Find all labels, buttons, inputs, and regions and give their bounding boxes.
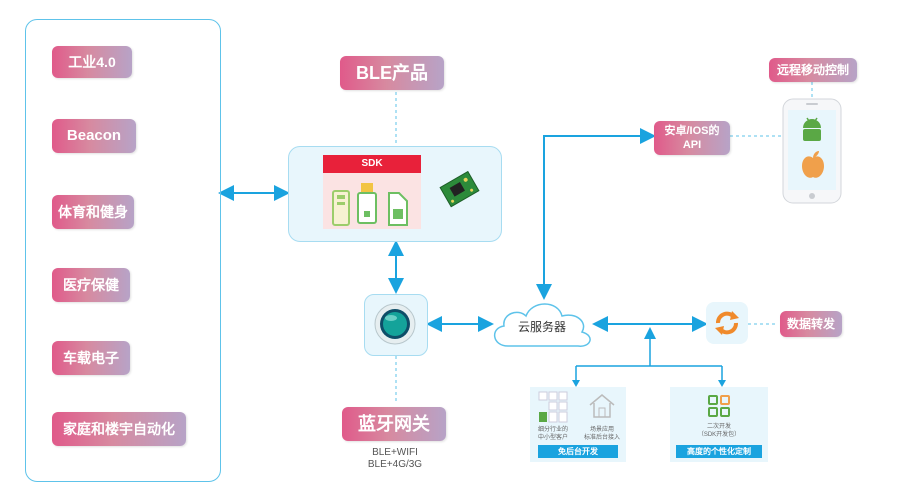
api-tag: 安卓/IOS的 API [654,121,730,155]
segment-customers-line2: 中小型客户 [537,435,568,441]
ble-devices-icon [332,183,408,226]
application-panel [25,19,221,482]
data-forward-tag: 数据转发 [780,311,842,337]
forward-card [706,302,748,344]
remote-control-tag: 远程移动控制 [769,58,857,82]
scene-app-line1: 场景应用 [589,427,614,433]
api-line-1: 安卓/IOS的 [664,125,720,137]
blocks-icon [708,395,730,417]
custom-dev-footer: 高度的个性化定制 [676,445,762,458]
cloud-server-label: 云服务器 [517,320,566,334]
cloud-icon [494,303,591,347]
sdk-module-box: SDK [323,155,421,229]
sdk-label: SDK [323,155,421,173]
apple-icon [802,151,824,178]
gateway-caption-wifi: BLE+WIFI [372,447,418,458]
circuit-board-icon [439,170,480,208]
gateway-caption-4g: BLE+4G/3G [367,459,423,470]
ble-product-title: BLE产品 [340,56,444,90]
tag-beacon: Beacon [52,119,136,153]
tag-industry-4: 工业4.0 [52,46,132,78]
secondary-dev-line2: （SDK开发包） [697,432,741,438]
android-icon [803,117,821,141]
custom-dev-box: 二次开发 （SDK开发包） 高度的个性化定制 [670,387,768,462]
tag-home-building-automation: 家庭和楼宇自动化 [52,412,186,446]
api-line-2: API [682,139,702,151]
tag-healthcare: 医疗保健 [52,268,130,302]
gateway-device-icon [374,303,416,345]
segment-customers-line1: 细分行业的 [537,427,568,433]
scene-app-line2: 标准后台接入 [583,435,620,441]
refresh-icon [715,311,739,335]
house-icon [589,394,615,418]
gateway-title: 蓝牙网关 [342,407,446,441]
branch-down [575,330,723,384]
no-backend-box: 细分行业的 中小型客户 场景应用 标准后台接入 免后台开发 [530,387,626,462]
arrow-cloud-api [536,128,656,300]
grid-chart-icon [538,391,568,423]
no-backend-footer: 免后台开发 [538,445,618,458]
secondary-dev-line1: 二次开发 [706,424,731,430]
tag-sports-fitness: 体育和健身 [52,195,134,229]
tag-automotive: 车载电子 [52,341,130,375]
